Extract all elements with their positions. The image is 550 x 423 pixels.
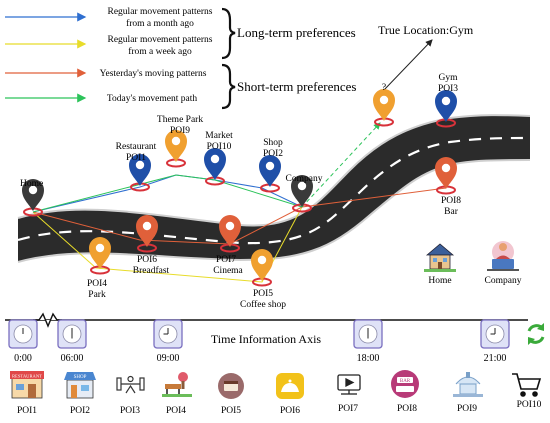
gym-pin (434, 89, 458, 128)
gym-icon (116, 375, 145, 394)
short-term-label: Short-term preferences (237, 79, 356, 94)
home-icon-caption: Home (428, 276, 451, 286)
bar-pin (434, 156, 458, 195)
shop-pin (258, 154, 282, 193)
coffee-shop-poi-label: POI5 (253, 289, 273, 299)
refresh-icon (527, 323, 545, 345)
poi-icon-label-10: POI10 (517, 400, 542, 410)
coffee-icon (218, 373, 244, 399)
park-pin (88, 236, 112, 275)
shop-icon-text: SHOP (74, 375, 87, 380)
company-icon-caption: Company (485, 276, 522, 286)
poi-icon-label-1: POI1 (17, 406, 37, 416)
clock-time-label: 09:00 (157, 353, 180, 364)
long-term-brace (221, 7, 236, 60)
map-pins: Home Restaurant POI1 Theme Park POI9 Mar… (20, 73, 461, 310)
park-poi-label: POI4 (87, 279, 107, 289)
gym-poi-label: POI3 (438, 84, 458, 94)
poi-icon-label-7: POI7 (338, 404, 358, 414)
unknown-pin (372, 88, 396, 127)
clock-icon (8, 319, 38, 349)
clock-layer: 0:00 06:00 09:00 18:00 21:00 (8, 319, 510, 364)
road-edge-top (17, 114, 531, 227)
breadfast-pin (135, 214, 159, 253)
bar-label: Bar (444, 207, 459, 217)
today-next-step (301, 122, 381, 208)
breakfast-icon (276, 373, 304, 399)
bar-poi-label: POI8 (441, 196, 461, 206)
legend-week-line1: Regular movement patterns (108, 35, 213, 45)
clock-time-label: 21:00 (484, 353, 507, 364)
house-icon (424, 243, 456, 272)
park-icon (162, 372, 192, 397)
legend-yesterday-label: Yesterday's moving patterns (100, 69, 207, 79)
restaurant-poi-label: POI1 (126, 153, 146, 163)
coffee-shop-pin (250, 248, 274, 287)
poi-icon-label-2: POI2 (70, 406, 90, 416)
shop-icon: SHOP (64, 372, 96, 399)
theme-park-poi-label: POI9 (170, 126, 190, 136)
true-location-arrow (383, 39, 433, 91)
today-path (32, 174, 303, 213)
clock-time-label: 06:00 (61, 353, 84, 364)
market-label: Market (205, 131, 233, 141)
gym-label: Gym (439, 73, 459, 83)
axis-break-icon (33, 312, 62, 328)
cinema-pin (218, 214, 242, 253)
clock-icon (353, 319, 383, 349)
poi-icon-label-3: POI3 (120, 406, 140, 416)
office-worker-icon (487, 241, 519, 271)
long-term-label: Long-term preferences (237, 25, 356, 40)
poi-icon-label-8: POI8 (397, 404, 417, 414)
market-pin (203, 147, 227, 186)
company-pin-label: Company (286, 174, 323, 184)
poi-icon-label-6: POI6 (280, 406, 300, 416)
restaurant-icon-text: RESTAURANT (12, 374, 42, 379)
bar-icon: BAR (391, 370, 419, 398)
legend-month-line2: from a month ago (126, 18, 194, 29)
cart-icon (512, 373, 542, 397)
theme-park-label: Theme Park (157, 115, 203, 125)
home-pin-label: Home (20, 179, 43, 189)
clock-time-label: 0:00 (14, 353, 32, 364)
road-center-line (17, 136, 531, 245)
breadfast-label: Breadfast (133, 265, 170, 276)
time-axis: Time Information Axis 0:00 06:00 09:00 18:0… (5, 312, 545, 364)
clock-icon (57, 319, 87, 349)
true-location-label: True Location:Gym (378, 23, 474, 37)
clock-time-label: 18:00 (357, 353, 380, 364)
park-label: Park (88, 290, 106, 300)
market-poi-label: POI10 (207, 142, 232, 152)
shop-poi-label: POI2 (263, 149, 283, 159)
cinema-icon (337, 374, 361, 395)
home-icon-group: Home (424, 243, 456, 286)
bar-icon-text: BAR (400, 379, 411, 384)
breadfast-poi-label: POI6 (137, 255, 157, 265)
month-path (32, 174, 303, 213)
poi-icon-label-4: POI4 (166, 406, 186, 416)
theme-park-icon (453, 372, 483, 397)
poi-icon-label-9: POI9 (457, 404, 477, 414)
cinema-poi-label: POI7 (216, 255, 236, 265)
short-term-brace (221, 63, 236, 110)
restaurant-icon: RESTAURANT (10, 371, 44, 399)
legend: Regular movement patterns from a month a… (5, 7, 356, 110)
clock-icon (153, 319, 183, 349)
company-icon-group: Company (485, 241, 522, 286)
poi-icon-row: RESTAURANT POI1 SHOP POI2 POI3 (10, 370, 542, 416)
legend-today-label: Today's movement path (107, 94, 197, 104)
legend-month-line1: Regular movement patterns (108, 7, 213, 17)
coffee-shop-label: Coffee shop (240, 299, 286, 310)
poi-icon-label-5: POI5 (221, 406, 241, 416)
unknown-pin-label: ? (382, 83, 386, 93)
clock-icon (480, 319, 510, 349)
time-axis-title: Time Information Axis (211, 332, 322, 346)
week-path (32, 206, 303, 283)
cinema-label: Cinema (213, 266, 243, 276)
restaurant-label: Restaurant (116, 142, 157, 152)
shop-label: Shop (263, 138, 283, 148)
legend-week-line2: from a week ago (128, 46, 192, 57)
